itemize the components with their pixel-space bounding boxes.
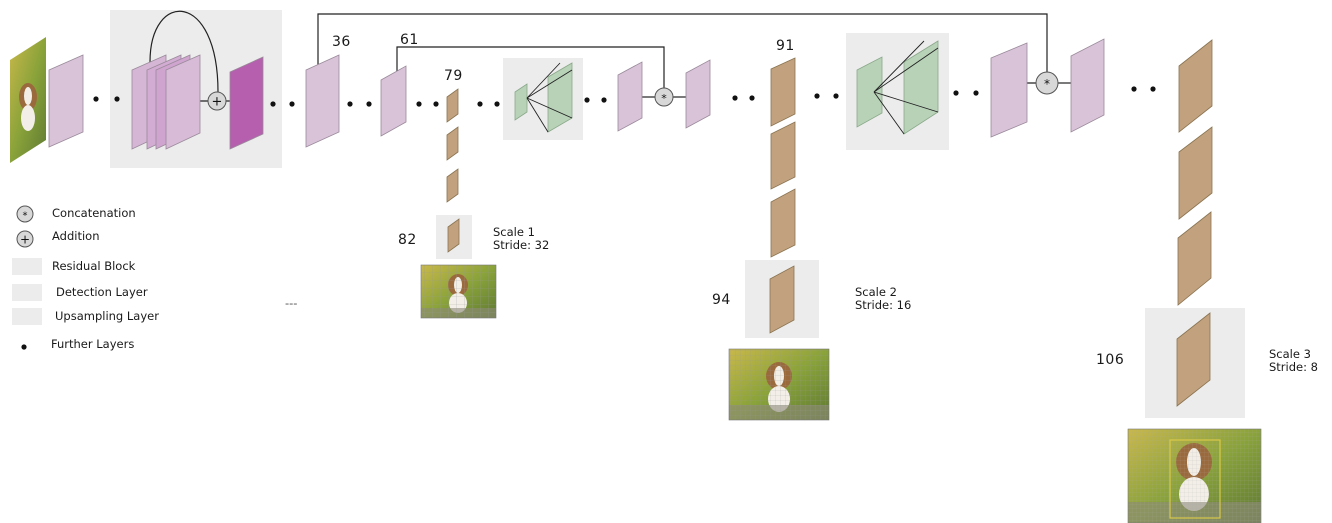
- layer-number-94: 94: [712, 292, 731, 308]
- scale-2-stride: Stride: 16: [855, 298, 912, 312]
- legend-upsampling-swatch: [12, 308, 42, 325]
- input-dog-image: [10, 37, 46, 163]
- detection-layer: [1178, 126, 1213, 220]
- legend-residual-label: Residual Block: [52, 259, 136, 273]
- legend-residual-swatch: [12, 258, 42, 275]
- detection-layer: [770, 121, 796, 190]
- detection-layer-94: [769, 265, 795, 334]
- legend-addition-icon: +: [16, 230, 34, 248]
- feature-map: [685, 59, 711, 129]
- legend-detection-swatch: [12, 284, 42, 301]
- feature-map: [48, 54, 84, 148]
- skip-connection-61: [396, 46, 665, 88]
- upsampling-small-1: [514, 83, 528, 121]
- svg-text:*: *: [23, 211, 28, 222]
- layer-number-91: 91: [776, 38, 795, 54]
- svg-text:+: +: [20, 233, 30, 247]
- legend-upsampling-label: Upsampling Layer: [55, 309, 159, 323]
- feature-map: [1070, 38, 1105, 133]
- legend-concatenation-label: Concatenation: [52, 206, 136, 220]
- scale-2-name: Scale 2: [855, 285, 897, 299]
- feature-map-36: [305, 54, 340, 148]
- residual-output-layer: [229, 56, 264, 150]
- detection-layer-82: [447, 218, 460, 253]
- legend-further-layers-dot: [21, 344, 27, 350]
- legend-detection-label: Detection Layer: [56, 285, 148, 299]
- feature-map: [990, 42, 1028, 138]
- scale-1-name: Scale 1: [493, 225, 535, 239]
- layer-number-61: 61: [400, 32, 419, 48]
- legend-further-layers-label: Further Layers: [51, 337, 135, 351]
- skip-connection-36: [317, 13, 1048, 72]
- detection-layer: [1177, 211, 1212, 306]
- detection-layers: [446, 39, 1213, 407]
- svg-text:*: *: [661, 92, 667, 105]
- svg-text:*: *: [1044, 77, 1050, 91]
- layer-number-79: 79: [444, 68, 463, 84]
- feature-maps: [48, 38, 1105, 150]
- scale-3-name: Scale 3: [1269, 347, 1311, 361]
- further-layers-dots: [93, 86, 1156, 107]
- detection-layer: [1178, 39, 1213, 133]
- detection-layer-79: [446, 88, 459, 123]
- detection-layer: [446, 126, 459, 161]
- scale-1-label: Scale 1 Stride: 32: [493, 226, 549, 252]
- detection-layer: [446, 168, 459, 203]
- legend-ellipsis: ---: [285, 296, 298, 310]
- concatenation-circle-1: *: [654, 87, 674, 107]
- feature-map-61: [380, 65, 407, 137]
- scale-1-stride: Stride: 32: [493, 238, 550, 252]
- residual-layer: [165, 54, 201, 150]
- detection-layer: [770, 188, 796, 258]
- layer-number-106: 106: [1096, 352, 1125, 368]
- upsampling-layers: [514, 40, 939, 135]
- output-image-scale-3: [1127, 428, 1262, 523]
- legend-concatenation-icon: *: [16, 205, 34, 223]
- addition-circle: +: [207, 91, 227, 111]
- scale-3-label: Scale 3 Stride: 8: [1269, 348, 1318, 374]
- output-image-scale-2: [728, 348, 830, 421]
- layer-number-82: 82: [398, 232, 417, 248]
- upsampling-small-2: [856, 56, 883, 128]
- feature-map: [617, 61, 643, 132]
- svg-text:+: +: [212, 95, 223, 110]
- upsampling-projection-lines: [526, 40, 939, 135]
- layer-number-36: 36: [332, 34, 351, 50]
- detection-layer-91: [770, 57, 796, 127]
- concatenation-circle-2: *: [1035, 71, 1059, 95]
- detection-layer-106: [1176, 312, 1211, 407]
- legend-addition-label: Addition: [52, 229, 100, 243]
- residual-arc: [149, 10, 219, 93]
- scale-2-label: Scale 2 Stride: 16: [855, 286, 911, 312]
- output-image-scale-1: [420, 264, 497, 319]
- scale-3-stride: Stride: 8: [1269, 360, 1318, 374]
